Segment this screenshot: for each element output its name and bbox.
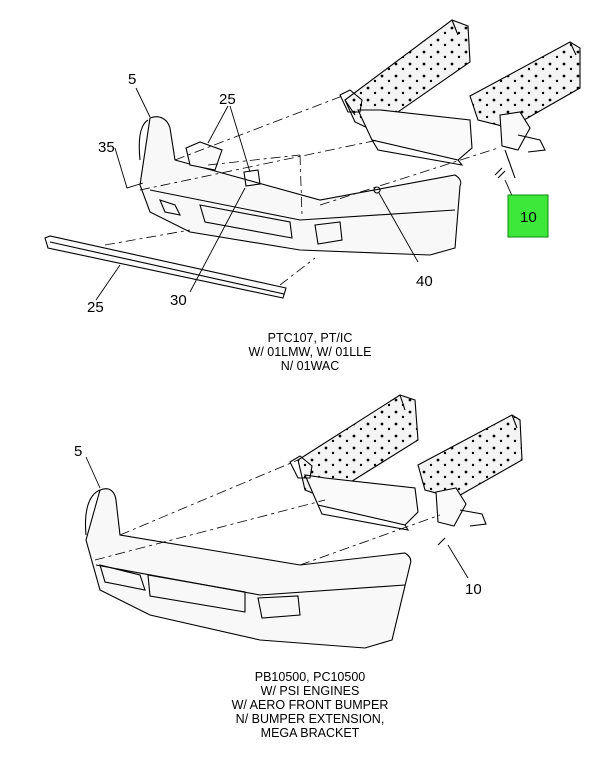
frame-rail-upper bbox=[344, 19, 471, 131]
mounting-bracket bbox=[339, 89, 546, 179]
caption-top-line-2: W/ 01LMW, W/ 01LLE bbox=[248, 345, 372, 359]
callout-35: 35 bbox=[98, 139, 115, 156]
callout-5-top: 5 bbox=[128, 71, 136, 88]
caption-bottom-line-3: W/ AERO FRONT BUMPER bbox=[231, 698, 389, 712]
bottom-assembly bbox=[84, 394, 523, 649]
bumper-top bbox=[138, 116, 462, 256]
callout-25-top-strip: 25 bbox=[87, 299, 104, 316]
leader-lines-top bbox=[95, 87, 515, 301]
phantom-lines-bottom bbox=[94, 459, 441, 566]
bumper-bottom bbox=[84, 488, 412, 649]
caption-bottom-line-1: PB10500, PC10500 bbox=[254, 670, 366, 684]
top-assembly bbox=[44, 19, 581, 301]
caption-top: PTC107, PT/IC W/ 01LMW, W/ 01LLE N/ 01WA… bbox=[180, 331, 440, 373]
bumper-extension bbox=[44, 235, 287, 299]
frame-rail-upper-bottom bbox=[297, 394, 419, 499]
caption-bottom: PB10500, PC10500 W/ PSI ENGINES W/ AERO … bbox=[180, 670, 440, 740]
callout-5-bottom: 5 bbox=[74, 443, 82, 460]
caption-top-line-1: PTC107, PT/IC bbox=[267, 331, 353, 345]
callout-25-top-bracket: 25 bbox=[219, 91, 236, 108]
leader-lines-bottom bbox=[85, 456, 469, 579]
frame-rail-lower-bottom bbox=[417, 414, 523, 499]
callout-30: 30 bbox=[170, 292, 187, 309]
mounting-bracket-bottom bbox=[289, 455, 487, 546]
phantom-lines-top bbox=[104, 94, 499, 286]
callout-10-highlight[interactable] bbox=[507, 194, 549, 238]
caption-bottom-line-4: N/ BUMPER EXTENSION, bbox=[235, 712, 385, 726]
caption-top-line-3: N/ 01WAC bbox=[280, 359, 340, 373]
callout-10-bottom[interactable]: 10 bbox=[465, 581, 482, 598]
caption-bottom-line-2: W/ PSI ENGINES bbox=[260, 684, 360, 698]
caption-bottom-line-5: MEGA BRACKET bbox=[260, 726, 360, 740]
frame-rail-lower bbox=[469, 41, 581, 129]
callout-40: 40 bbox=[416, 273, 433, 290]
callout-10-top[interactable]: 10 bbox=[520, 209, 537, 226]
